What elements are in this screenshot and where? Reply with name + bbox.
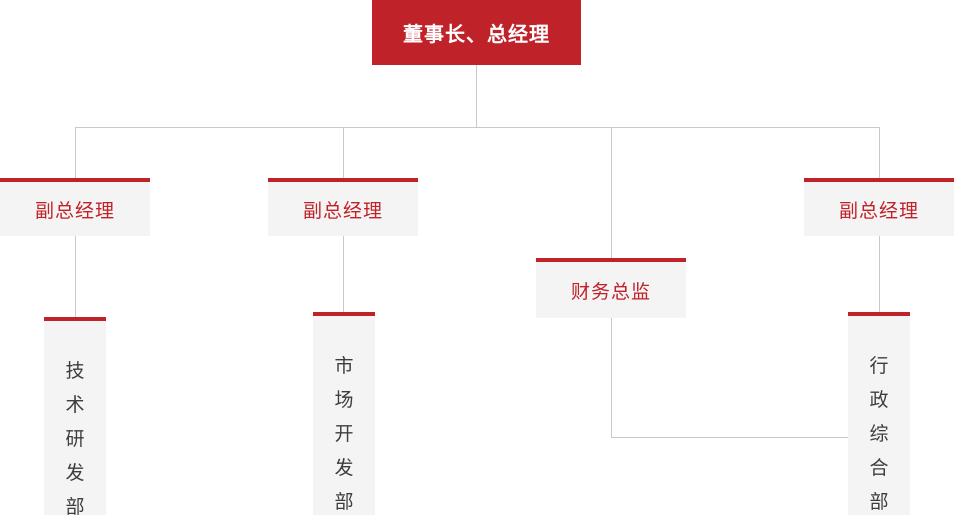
node-label-root: 董事长、总经理 bbox=[403, 24, 550, 46]
connector-bus-to-finance-director bbox=[611, 127, 612, 258]
connector-finance-elbow-vertical bbox=[611, 318, 612, 438]
node-label-manager-1: 副总经理 bbox=[34, 200, 115, 222]
node-department-rnd[interactable]: 技术研发部 bbox=[44, 317, 106, 515]
connector-manager4-to-department3 bbox=[879, 236, 880, 317]
node-label-department-3: 行政综合部 bbox=[869, 356, 889, 513]
node-department-admin[interactable]: 行政综合部 bbox=[848, 312, 910, 515]
node-department-market[interactable]: 市场开发部 bbox=[313, 312, 375, 515]
connector-manager2-to-department2 bbox=[343, 236, 344, 317]
node-label-department-1: 技术研发部 bbox=[65, 361, 85, 515]
connector-finance-elbow-horizontal bbox=[611, 437, 849, 438]
connector-horizontal-bus bbox=[75, 127, 880, 128]
node-deputy-general-manager-4[interactable]: 副总经理 bbox=[804, 178, 954, 236]
node-finance-director[interactable]: 财务总监 bbox=[536, 258, 686, 318]
node-label-manager-4: 副总经理 bbox=[838, 200, 919, 222]
node-deputy-general-manager-1[interactable]: 副总经理 bbox=[0, 178, 150, 236]
node-label-manager-3: 财务总监 bbox=[570, 281, 651, 303]
node-label-manager-2: 副总经理 bbox=[302, 200, 383, 222]
node-deputy-general-manager-2[interactable]: 副总经理 bbox=[268, 178, 418, 236]
connector-bus-to-manager-2 bbox=[343, 127, 344, 178]
connector-bus-to-manager-1 bbox=[75, 127, 76, 178]
connector-root-stem bbox=[476, 65, 477, 127]
connector-bus-to-manager-4 bbox=[879, 127, 880, 178]
node-chairman-general-manager[interactable]: 董事长、总经理 bbox=[372, 0, 581, 65]
connector-manager1-to-department1 bbox=[75, 236, 76, 317]
node-label-department-2: 市场开发部 bbox=[334, 356, 354, 513]
